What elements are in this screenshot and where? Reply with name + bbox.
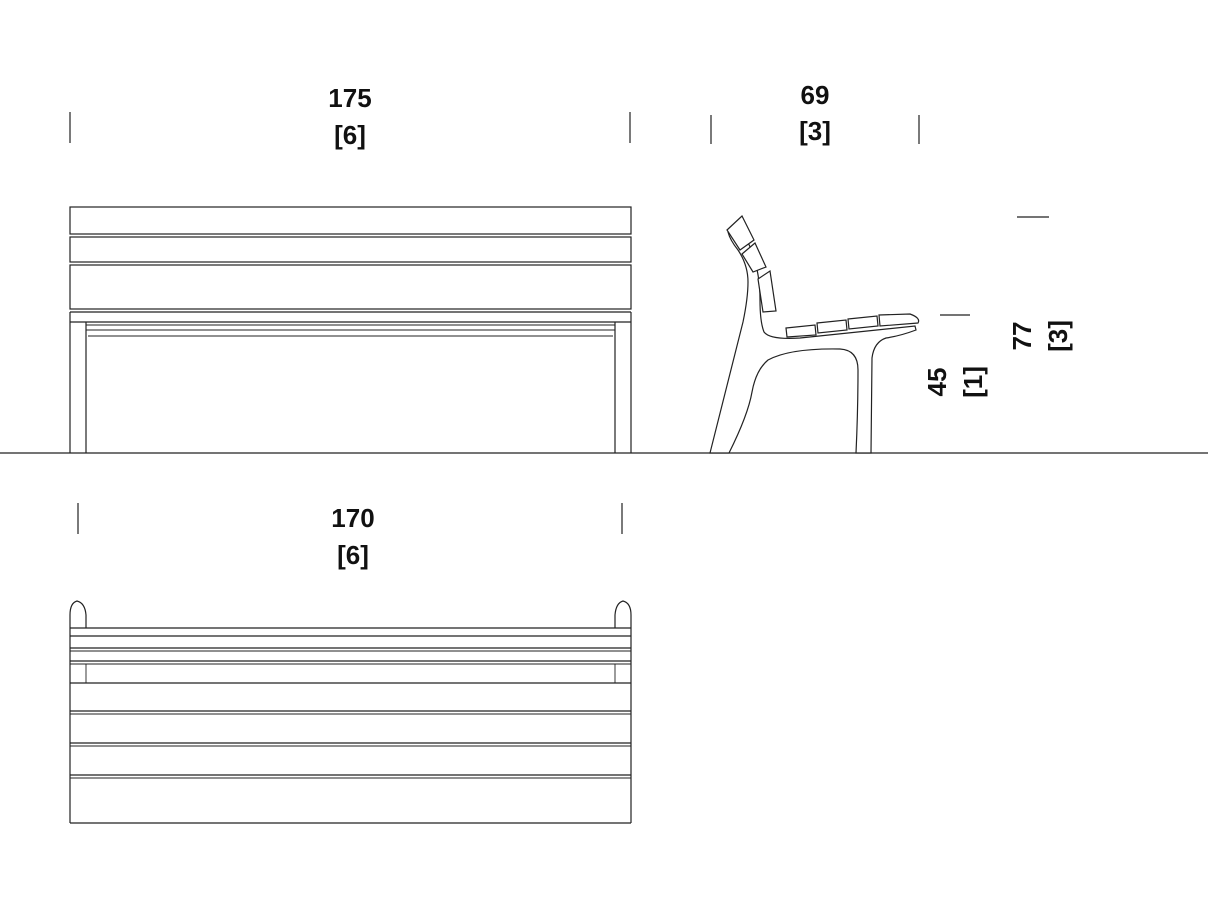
top-length-alt-unit: [6] (337, 540, 369, 570)
backrest-slat-side (726, 215, 755, 251)
top-length-value: 170 (331, 503, 374, 533)
seat-slat-side (785, 324, 817, 338)
bench-front-view (69, 206, 632, 453)
seat-slat-side (878, 313, 920, 327)
top-length-dimension: 170 [6] (77, 503, 623, 570)
height-dimensions: 45 [1] 77 [3] (922, 216, 1073, 398)
backrest-slat (69, 264, 632, 310)
seat-height-alt-unit: [1] (958, 366, 988, 398)
side-depth-alt-unit: [3] (799, 116, 831, 146)
seat-slat-side (816, 319, 848, 334)
backrest-slat-side (757, 269, 777, 313)
armrest-right (614, 600, 632, 628)
bench-top-view (69, 600, 632, 824)
side-depth-value: 69 (801, 80, 830, 110)
front-width-dimension: 175 [6] (69, 83, 631, 150)
front-width-value: 175 (328, 83, 371, 113)
backrest-slat (69, 236, 632, 263)
side-depth-dimension: 69 [3] (710, 80, 920, 146)
total-height-alt-unit: [3] (1043, 320, 1073, 352)
backrest-slat-side (741, 242, 767, 273)
side-frame (709, 222, 917, 454)
backrest-slat (69, 206, 632, 235)
seat-slat-side (847, 315, 879, 330)
total-height-value: 77 (1007, 322, 1037, 351)
armrest-left (69, 600, 87, 628)
seat-height-value: 45 (922, 368, 952, 397)
bench-side-view (709, 215, 920, 454)
front-width-alt-unit: [6] (334, 120, 366, 150)
